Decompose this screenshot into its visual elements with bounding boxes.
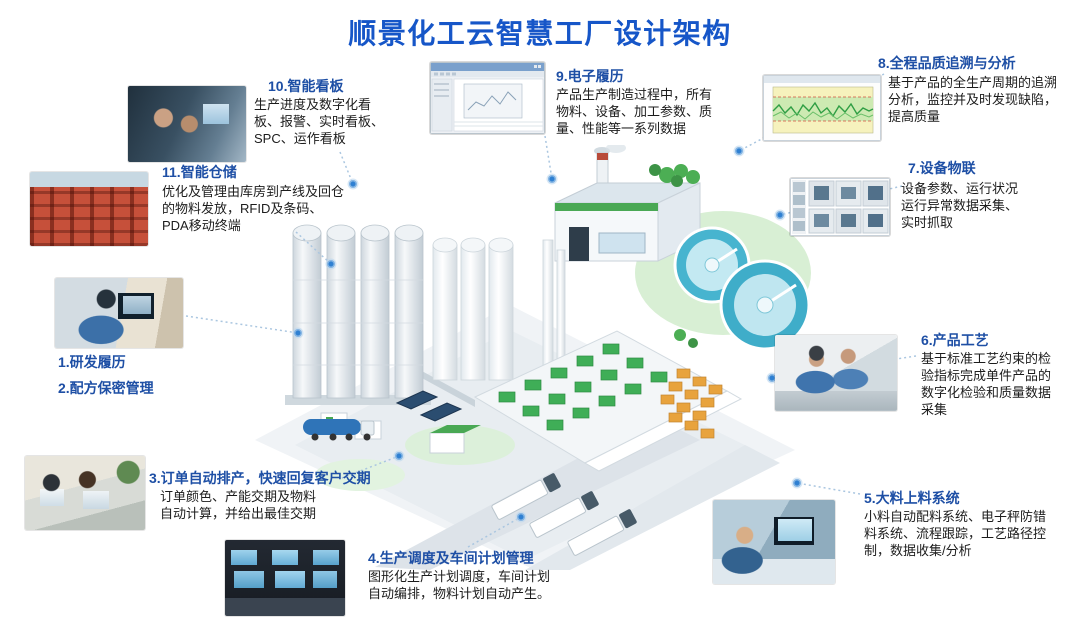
photo-smart-warehouse (30, 172, 148, 246)
tanker-truck (303, 419, 375, 441)
photo-product-process-lab (775, 335, 897, 411)
callout-9-body: 产品生产制造过程中，所有物料、设备、加工参数、质量、性能等一系列数据 (556, 87, 713, 136)
mes-software-window-image (430, 62, 545, 134)
screenshot-electronic-record (430, 62, 545, 134)
callout-1-heading: 1.研发履历 (58, 354, 126, 370)
callout-3-heading: 3.订单自动排产，快速回复客户交期 (149, 470, 371, 486)
photo-order-scheduling-office (25, 456, 145, 530)
callout-5-body: 小料自动配料系统、电子秤防错料系统、流程跟踪，工艺路径控制，数据收集/分析 (864, 509, 1047, 558)
callout-2-heading: 2.配方保密管理 (58, 380, 154, 396)
factory-illustration (225, 143, 815, 570)
big-silos (292, 224, 424, 399)
callout-4-heading: 4.生产调度及车间计划管理 (368, 550, 534, 566)
spc-chart-image (763, 75, 881, 141)
medium-silos (432, 237, 514, 381)
callout-6-heading: 6.产品工艺 (921, 332, 989, 348)
callout-6-body: 基于标准工艺约束的检验指标完成单件产品的数字化检验和质量数据采集 (921, 351, 1052, 417)
photo-rnd-records (55, 278, 183, 348)
clarifier-tanks (673, 226, 811, 351)
callout-5-heading: 5.大料上料系统 (864, 490, 960, 506)
callout-11-heading: 11.智能仓储 (162, 164, 237, 180)
callout-11-body: 优化及管理由库房到产线及回仓的物料发放，RFID及条码、PDA移动终端 (162, 184, 345, 233)
callout-7-body: 设备参数、运行状况 运行异常数据采集、 实时抓取 (901, 181, 1019, 230)
page-title: 顺景化工云智慧工厂设计架构 (348, 18, 732, 49)
callout-8-heading: 8.全程品质追溯与分析 (878, 55, 1016, 71)
callout-10-heading: 10.智能看板 (268, 78, 344, 94)
photo-control-room (225, 540, 345, 616)
callout-10-body: 生产进度及数字化看板、报警、实时看板、SPC、运作看板 (254, 97, 385, 146)
solar-panels (395, 390, 463, 422)
silo-platform (285, 395, 431, 405)
photo-smart-dashboard (128, 86, 246, 162)
callout-9-heading: 9.电子履历 (556, 68, 624, 84)
callout-3-body: 订单颜色、产能交期及物料自动计算，并给出最佳交期 (160, 489, 317, 521)
pallet-stacks (660, 368, 723, 439)
factory-3d-scene (255, 143, 811, 570)
callout-7-heading: 7.设备物联 (908, 160, 976, 176)
callout-4-body: 图形化生产计划调度，车间计划自动编排，物料计划自动产生。 (368, 569, 551, 601)
power-building (554, 143, 701, 262)
logistics-trucks (491, 473, 637, 556)
photo-feeding-system-operator (713, 500, 835, 584)
callout-8-body: 基于产品的全生产周期的追溯分析，监控并及时发现缺陷，提高质量 (888, 75, 1058, 124)
machine-lines (498, 343, 668, 431)
equipment-montage-image (790, 178, 890, 236)
screenshot-quality-trace-chart (763, 75, 881, 141)
screenshot-equipment-iot (790, 178, 890, 236)
trees (649, 164, 700, 348)
